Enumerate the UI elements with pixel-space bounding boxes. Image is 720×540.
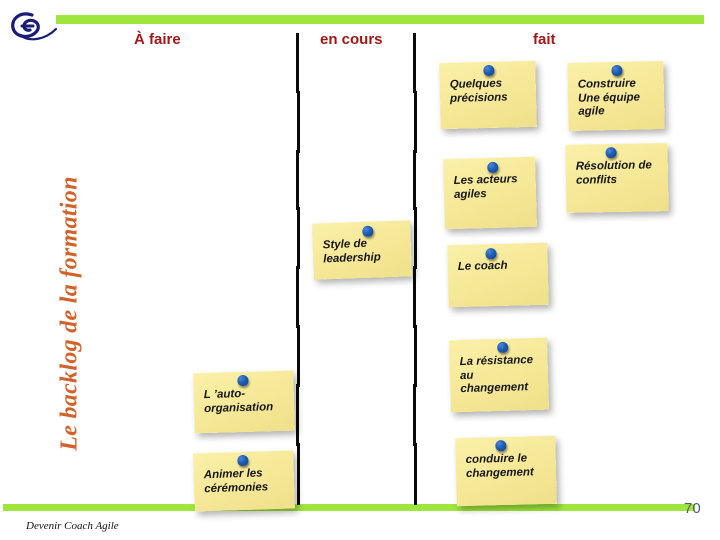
sticky-note-la-resistance-au-changement[interactable]: La résistance au changement <box>449 337 549 413</box>
column-header-doing: en cours <box>320 31 383 48</box>
column-divider-segment <box>413 150 416 210</box>
column-divider-segment <box>414 325 417 387</box>
column-divider-segment <box>414 91 417 153</box>
sticky-note-text: Quelques précisions <box>449 77 508 105</box>
column-divider-segment <box>296 266 299 328</box>
column-divider-segment <box>297 443 300 505</box>
column-divider-segment <box>297 325 300 387</box>
pushpin-icon <box>485 248 497 260</box>
page-number: 70 <box>684 500 701 517</box>
sticky-note-quelques-precisions[interactable]: Quelques précisions <box>439 60 537 130</box>
column-divider-segment <box>296 384 299 446</box>
pushpin-icon <box>362 225 374 237</box>
sticky-note-resolution-de-conflits[interactable]: Résolution de conflits <box>565 143 669 213</box>
column-header-todo: À faire <box>134 31 181 48</box>
sticky-note-text: Animer les cérémonies <box>203 467 269 495</box>
pushpin-icon <box>487 161 499 174</box>
column-header-done: fait <box>533 31 556 48</box>
sticky-note-l-auto-organisation[interactable]: L ’auto-organisation <box>193 370 295 434</box>
sticky-note-text: Les acteurs agiles <box>453 173 518 201</box>
sticky-note-text: Style de leadership <box>322 237 381 265</box>
column-divider-segment <box>296 150 299 210</box>
pushpin-icon <box>237 374 249 387</box>
sticky-note-text: conduire le changement <box>465 452 534 480</box>
sticky-note-les-acteurs-agiles[interactable]: Les acteurs agiles <box>443 156 537 230</box>
pushpin-icon <box>495 439 507 452</box>
column-divider-segment <box>296 33 299 93</box>
pushpin-icon <box>237 454 249 467</box>
sticky-note-text: Résolution de conflits <box>575 159 652 187</box>
sticky-note-conduire-le-changement[interactable]: conduire le changement <box>455 435 557 507</box>
sticky-note-text: Le coach <box>457 259 508 273</box>
pushpin-icon <box>611 64 623 77</box>
column-divider-segment <box>414 207 417 269</box>
column-divider-segment <box>413 33 416 93</box>
column-divider-segment <box>413 266 416 328</box>
slide-side-title: Le backlog de la formation <box>56 176 83 451</box>
sticky-note-text: La résistance au changement <box>459 354 534 396</box>
sticky-note-style-de-leadership[interactable]: Style de leadership <box>312 220 412 280</box>
pushpin-icon <box>497 341 509 354</box>
column-divider-segment <box>297 91 300 153</box>
column-divider-segment <box>414 443 417 505</box>
footer-label: Devenir Coach Agile <box>26 520 119 532</box>
company-logo-icon <box>8 8 60 44</box>
sticky-note-text: L ’auto-organisation <box>203 387 274 415</box>
sticky-note-construire-une-equipe-agile[interactable]: Construire Une équipe agile <box>567 61 665 131</box>
column-divider-segment <box>413 384 416 446</box>
bottom-accent-bar <box>3 504 695 511</box>
pushpin-icon <box>483 64 495 77</box>
sticky-note-text: Construire Une équipe agile <box>577 77 641 118</box>
top-accent-bar <box>56 15 704 24</box>
column-divider-segment <box>297 207 300 269</box>
pushpin-icon <box>605 147 617 159</box>
sticky-note-animer-les-ceremonies[interactable]: Animer les cérémonies <box>193 450 295 512</box>
sticky-note-le-coach[interactable]: Le coach <box>447 242 549 308</box>
